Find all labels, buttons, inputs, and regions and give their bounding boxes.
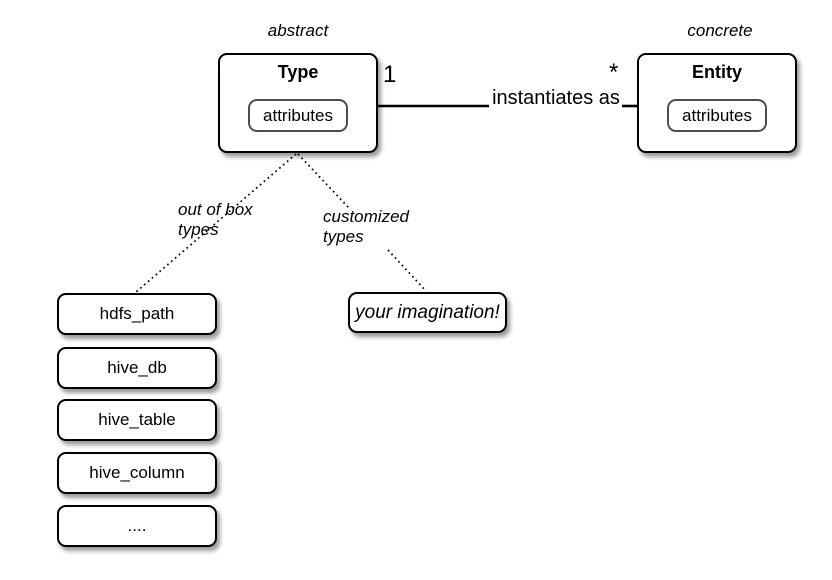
type-attributes-button: attributes <box>248 99 348 132</box>
branch-line-customized-lower <box>387 249 427 292</box>
stereotype-abstract: abstract <box>267 21 329 40</box>
stereotype-concrete: concrete <box>687 21 753 40</box>
entity-node: Entity attributes <box>637 53 797 153</box>
branch-label-customized: customized types <box>323 207 409 246</box>
type-node: Type attributes <box>218 53 378 153</box>
branch-line-customized-upper <box>297 153 350 209</box>
entity-attributes-button: attributes <box>667 99 767 132</box>
cardinality-one: 1 <box>383 61 397 88</box>
relation-label: instantiates as <box>492 87 620 109</box>
leaf-node-hdfs-path: hdfs_path <box>57 293 217 335</box>
leaf-node-your-imagination: your imagination! <box>348 292 507 333</box>
leaf-node-ellipsis: .... <box>57 505 217 547</box>
leaf-node-hive-table: hive_table <box>57 399 217 441</box>
branch-label-out-of-box: out of box types <box>178 200 253 239</box>
type-node-title: Type <box>277 62 319 82</box>
leaf-node-hive-column: hive_column <box>57 452 217 494</box>
cardinality-many: * <box>609 59 619 86</box>
entity-node-title: Entity <box>691 62 742 82</box>
leaf-node-hive-db: hive_db <box>57 347 217 389</box>
